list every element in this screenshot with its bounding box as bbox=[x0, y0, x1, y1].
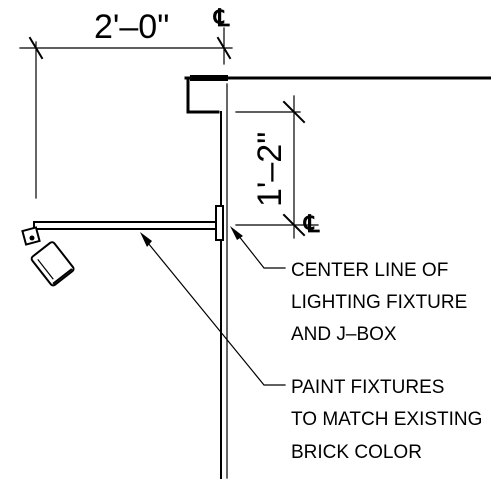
dimension-tick-bottom bbox=[282, 213, 306, 237]
horizontal-dimension: 2'–0" ℄ bbox=[19, 5, 233, 199]
leader-line-centerline bbox=[237, 234, 286, 269]
lamp-head bbox=[30, 241, 75, 287]
leader-arrowhead-centerline bbox=[230, 226, 243, 240]
light-fixture bbox=[21, 205, 224, 287]
dimension-text-vertical: 1'–2" bbox=[251, 132, 289, 207]
note-line: BRICK COLOR bbox=[291, 442, 422, 463]
centerline-symbol-fixture: ℄ bbox=[303, 211, 320, 238]
coping-cap bbox=[190, 75, 228, 81]
lamp-lens bbox=[52, 268, 73, 285]
leader-arrowhead-paint bbox=[140, 232, 152, 247]
note-line: PAINT FIXTURES bbox=[291, 377, 444, 398]
note-line: TO MATCH EXISTING bbox=[291, 409, 482, 430]
wall-section bbox=[184, 75, 491, 479]
note-center-line: CENTER LINE OF LIGHTING FIXTURE AND J–BO… bbox=[291, 260, 467, 345]
lamp-fin bbox=[37, 259, 54, 280]
swivel-pivot bbox=[29, 235, 35, 241]
leader-line-paint bbox=[147, 242, 286, 386]
note-line: CENTER LINE OF bbox=[291, 260, 448, 281]
vertical-dimension: 1'–2" ℄ bbox=[235, 95, 320, 239]
paint-leader bbox=[140, 232, 286, 386]
note-line: AND J–BOX bbox=[291, 324, 397, 345]
lamp-housing bbox=[30, 241, 75, 287]
dimension-tick-top bbox=[282, 100, 306, 124]
mounting-plate bbox=[215, 205, 224, 241]
centerline-symbol-top: ℄ bbox=[213, 5, 230, 32]
note-paint: PAINT FIXTURES TO MATCH EXISTING BRICK C… bbox=[291, 377, 482, 463]
centerline-leader bbox=[230, 226, 286, 269]
note-line: LIGHTING FIXTURE bbox=[291, 292, 467, 313]
dimension-text-horizontal: 2'–0" bbox=[94, 8, 169, 46]
